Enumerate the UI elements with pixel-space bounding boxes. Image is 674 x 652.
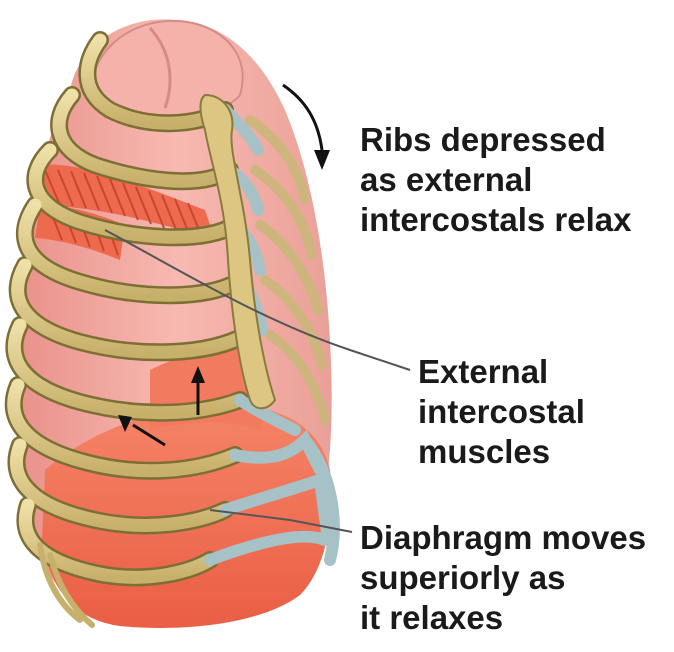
ribs-depressed-label: Ribs depressed as external intercostals … xyxy=(360,120,631,240)
diaphragm-label: Diaphragm moves superiorly as it relaxes xyxy=(360,518,646,638)
ribs-label-line-3: intercostals relax xyxy=(360,200,631,240)
dia-label-line-2: superiorly as xyxy=(360,558,646,598)
ext-label-line-3: muscles xyxy=(418,432,585,472)
ribs-label-line-1: Ribs depressed xyxy=(360,120,631,160)
ribs-label-line-2: as external xyxy=(360,160,631,200)
ext-label-line-2: intercostal xyxy=(418,392,585,432)
dia-label-line-3: it relaxes xyxy=(360,598,646,638)
external-intercostal-label: External intercostal muscles xyxy=(418,352,585,472)
dia-label-line-1: Diaphragm moves xyxy=(360,518,646,558)
ext-label-line-1: External xyxy=(418,352,585,392)
